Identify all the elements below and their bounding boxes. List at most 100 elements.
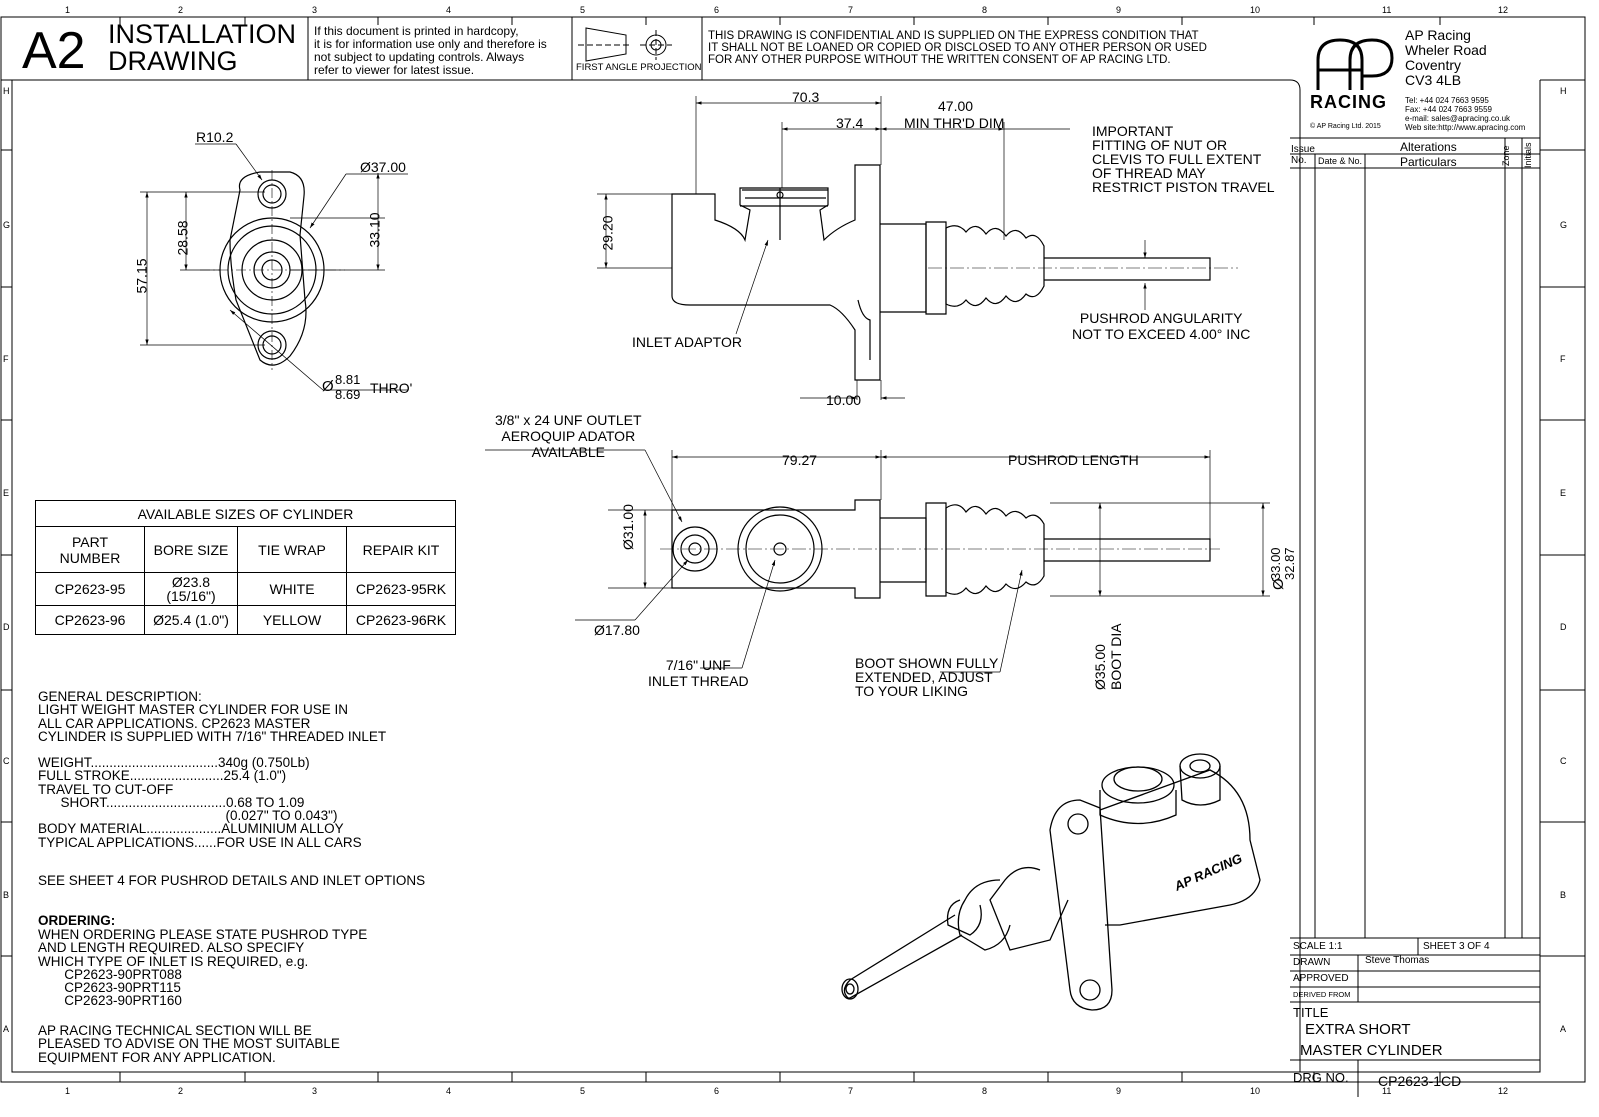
bore-text: Ø23.8 — [171, 574, 211, 590]
copyright: © AP Racing Ltd. 2015 — [1310, 123, 1381, 130]
grid-label: D — [1560, 622, 1567, 632]
dim-70-3: 70.3 — [792, 89, 820, 105]
dim-57-15: 57.15 — [133, 258, 150, 294]
title-line-1: INSTALLATION — [108, 19, 297, 49]
top-view-dimensions — [485, 449, 1270, 673]
cell-bore: Ø23.8(15/16") — [144, 572, 238, 606]
rod-dia-phi: Ø — [1270, 578, 1287, 590]
header-text: NUMBER — [59, 549, 121, 566]
boot-dia-line: Ø35.00 — [1092, 644, 1108, 690]
grid-label: 1 — [65, 1086, 71, 1096]
front-view-dimensions — [140, 143, 408, 391]
contact-line: Fax: +44 024 7663 9559 — [1405, 105, 1492, 114]
inlet-adaptor-label: INLET ADAPTOR — [632, 334, 742, 350]
grid-label: 12 — [1498, 5, 1509, 15]
dim-79-27: 79.27 — [782, 452, 818, 468]
drawing-title-line-1: EXTRA SHORT — [1305, 1021, 1411, 1038]
scale-label: SCALE 1:1 — [1293, 941, 1343, 952]
ordering-note: WHEN ORDERING PLEASE STATE PUSHROD TYPE … — [38, 927, 368, 1009]
pushrod-length-label: PUSHROD LENGTH — [1008, 452, 1139, 468]
issue-no-label: Issue No. — [1291, 144, 1315, 166]
grid-label: 9 — [1116, 1086, 1122, 1096]
hole-dia-lower: 8.69 — [335, 387, 361, 402]
grid-label: 8 — [982, 5, 988, 15]
col-bore-size: BORE SIZE — [144, 526, 238, 573]
boot-dia-line: BOOT DIA — [1108, 623, 1124, 690]
drawn-label: DRAWN — [1293, 957, 1331, 968]
col-repair-kit: REPAIR KIT — [346, 526, 456, 573]
cell-part: CP2623-95 — [35, 572, 145, 606]
col-tie-wrap: TIE WRAP — [237, 526, 347, 573]
boot-dia-note: Ø35.00 BOOT DIA — [1092, 623, 1124, 690]
important-line: FITTING OF NUT OR — [1092, 137, 1228, 153]
hardcopy-notice: If this document is printed in hardcopy,… — [314, 25, 547, 77]
front-view — [200, 170, 345, 370]
projection-label: FIRST ANGLE PROJECTION — [576, 62, 702, 73]
grid-label: F — [1560, 354, 1566, 364]
boot-line: EXTENDED, ADJUST — [855, 669, 993, 685]
grid-label: 6 — [714, 1086, 720, 1096]
particulars-label: Particulars — [1400, 155, 1457, 169]
company-address: AP Racing Wheler Road Coventry CV3 4LB — [1405, 28, 1487, 88]
angularity-line: NOT TO EXCEED 4.00° INC — [1072, 326, 1251, 342]
grid-label: G — [1560, 220, 1568, 230]
grid-label: G — [3, 220, 11, 230]
grid-label: A — [3, 1024, 10, 1034]
outlet-note: 3/8" x 24 UNF OUTLET AEROQUIP ADATOR AVA… — [495, 412, 642, 460]
side-view — [671, 164, 1238, 381]
general-description: GENERAL DESCRIPTION: LIGHT WEIGHT MASTER… — [38, 689, 387, 744]
hardcopy-line: it is for information use only and there… — [314, 37, 547, 51]
dim-dia-31: Ø31.00 — [620, 504, 636, 550]
hardcopy-line: If this document is printed in hardcopy, — [314, 24, 519, 38]
important-line: IMPORTANT — [1092, 123, 1174, 139]
no-label: No. — [1291, 155, 1307, 166]
min-thread-dim: MIN THR'D DIM — [904, 115, 1005, 131]
rod-dia-upper: 33.00 — [1268, 547, 1283, 580]
grid-label: 3 — [312, 5, 318, 15]
sheet-frame — [0, 16, 1586, 1083]
grid-label: F — [3, 354, 9, 364]
hardcopy-line: refer to viewer for latest issue. — [314, 63, 475, 77]
dim-28-58: 28.58 — [174, 220, 191, 256]
rod-dia-lower: 32.87 — [1282, 547, 1297, 580]
grid-label: 2 — [178, 5, 184, 15]
ordering-title-text: ORDERING: — [38, 913, 116, 928]
grid-label: C — [3, 756, 10, 766]
address-line: CV3 4LB — [1405, 72, 1462, 88]
grid-label: 3 — [312, 1086, 318, 1096]
drawing-title-line-2: MASTER CYLINDER — [1300, 1042, 1443, 1059]
grid-label: B — [3, 890, 10, 900]
hole-thro: THRO' — [370, 380, 413, 396]
grid-label: E — [1560, 488, 1567, 498]
contact-line: Web site:http://www.apracing.com — [1405, 123, 1526, 132]
cell-kit: CP2623-95RK — [346, 572, 456, 606]
grid-label: 11 — [1382, 5, 1392, 15]
important-line: OF THREAD MAY — [1092, 165, 1206, 181]
inlet-thread-note: 7/16" UNF INLET THREAD — [648, 657, 749, 689]
grid-label: 12 — [1498, 1086, 1509, 1096]
confidential-line: IT SHALL NOT BE LOANED OR COPIED OR DISC… — [708, 42, 1207, 54]
inlet-thread-line: 7/16" UNF — [665, 657, 731, 673]
grid-label: A — [1560, 1024, 1567, 1034]
advice-note: AP RACING TECHNICAL SECTION WILL BE PLEA… — [38, 1023, 340, 1065]
initials-label: Initials — [1523, 142, 1533, 168]
grid-label: H — [1560, 86, 1567, 96]
header-lines — [11, 17, 1301, 1072]
zone-label: Zone — [1501, 145, 1511, 166]
table-row: CP2623-96 Ø25.4 (1.0") YELLOW CP2623-96R… — [35, 605, 456, 635]
hole-dia-phi: Ø — [322, 378, 334, 395]
outlet-line: 3/8" x 24 UNF OUTLET — [495, 412, 642, 428]
specifications: WEIGHT..................................… — [38, 755, 362, 850]
outlet-line: AEROQUIP ADATOR — [501, 428, 636, 444]
sheet-label: SHEET 3 OF 4 — [1423, 941, 1490, 952]
boot-line: BOOT SHOWN FULLY — [855, 655, 999, 671]
outlet-line: AVAILABLE — [531, 444, 605, 460]
isometric-view — [841, 753, 1261, 1011]
side-view-dimensions — [597, 96, 1147, 400]
dim-33-10: 33.10 — [366, 212, 383, 248]
title-line-2: DRAWING — [108, 46, 238, 76]
grid-label: C — [1560, 756, 1567, 766]
contact-line: e-mail: sales@apracing.co.uk — [1405, 114, 1511, 123]
grid-label: 2 — [178, 1086, 184, 1096]
